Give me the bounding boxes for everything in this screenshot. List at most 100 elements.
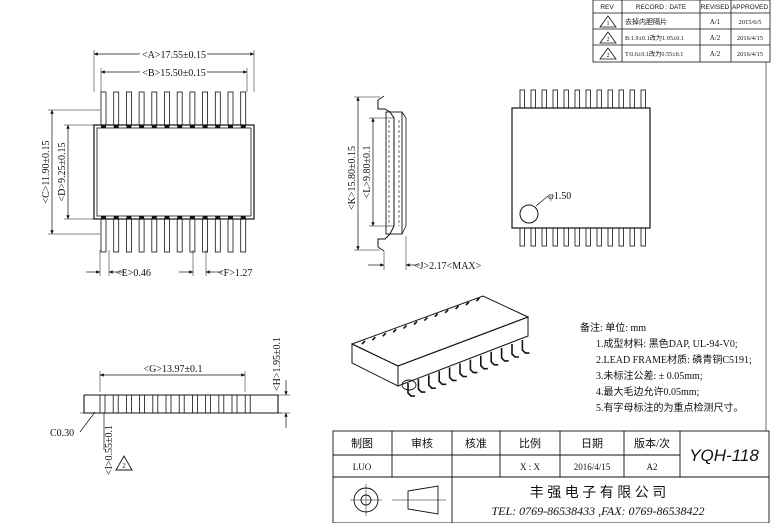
dim-d-label: <D>9.25±0.15: [57, 143, 68, 202]
front-view: [80, 394, 282, 414]
lead-tip: [202, 216, 208, 219]
dim-f: <F>1.27: [179, 250, 252, 279]
dim-k-label: <K>15.80±0.15: [347, 146, 358, 210]
lead-tip: [189, 216, 195, 219]
lead: [244, 394, 251, 414]
lead-tip: [151, 125, 157, 128]
lead: [218, 394, 225, 414]
dim-l: <L>9.80±0.1: [360, 117, 394, 227]
lead: [511, 344, 519, 358]
dim-diameter-label: φ1.50: [548, 191, 571, 202]
lead: [629, 89, 635, 109]
lead: [585, 227, 591, 247]
rev-header: REV: [600, 4, 614, 11]
dim-e: <E>0.46: [86, 250, 151, 279]
rev-2-record: B:1.9±0.1改为1.95±0.1: [625, 34, 684, 42]
notes: 备注: 单位: mm 1.成型材料: 黑色DAP, UL-94-V0; 2.LE…: [580, 321, 752, 414]
approved-header: APPROVED: [732, 4, 768, 11]
dim-a: <A>17.55±0.15: [93, 48, 255, 92]
lead: [407, 383, 415, 397]
dim-c030: C0.30: [50, 411, 96, 439]
lead-tip: [228, 216, 233, 219]
dim-a-label: <A>17.55±0.15: [142, 50, 206, 61]
lead: [164, 218, 170, 253]
lead: [434, 313, 439, 318]
lead: [596, 89, 602, 109]
lead: [227, 91, 234, 126]
lead: [138, 91, 145, 126]
lead-tip: [151, 216, 157, 219]
lead: [541, 89, 547, 109]
lead: [552, 227, 558, 247]
tb-contact: TEL: 0769-86538433 ,FAX: 0769-86538422: [491, 504, 704, 518]
dim-c-label: <C>11.90±0.15: [41, 140, 52, 203]
top-view: [93, 91, 255, 253]
lead: [455, 305, 460, 310]
lead: [444, 309, 449, 314]
lead: [151, 91, 158, 126]
top-pins: [100, 91, 247, 128]
revision-table: [592, 0, 771, 63]
rev-3-revised: A/2: [710, 50, 721, 58]
dim-g: <G>13.97±0.1: [99, 364, 246, 392]
lead: [428, 375, 436, 389]
rev-1-approved: 2015/6/5: [738, 19, 761, 26]
lead-tip: [177, 216, 183, 219]
lead: [629, 227, 635, 247]
revised-header: REVISED: [701, 4, 730, 11]
lead: [423, 317, 428, 322]
revision-table-text: REV RECORD : DATE REVISED APPROVED 1 去掉内…: [600, 4, 768, 59]
isometric-view: [350, 295, 530, 397]
lead: [138, 218, 145, 253]
tb-company-name: 丰 强 电 子 有 限 公 司: [530, 485, 667, 501]
top-view-body: [93, 124, 255, 220]
lead-tip: [202, 125, 208, 128]
lead: [151, 218, 158, 253]
note-5: 5.有字母标注的为重点检测尺寸。: [596, 401, 744, 414]
lead: [640, 227, 646, 247]
lead: [500, 347, 509, 362]
side-view: [377, 95, 407, 252]
dim-b-label: <B>15.50±0.15: [142, 68, 205, 79]
tb-part-number: YQH-118: [689, 446, 759, 465]
lead-tip: [139, 125, 145, 128]
lead: [189, 218, 196, 253]
lead: [176, 218, 183, 253]
lead: [392, 328, 397, 333]
lead: [165, 394, 172, 414]
rev-2-revised: A/2: [710, 34, 721, 42]
lead: [574, 227, 580, 247]
lead-tip: [101, 125, 106, 128]
bottom-view-bottom-pins: [519, 227, 646, 247]
tb-header-version: 版本/次: [634, 436, 670, 450]
rev-3-approved: 2016/4/15: [737, 51, 763, 58]
lead-tip: [113, 125, 119, 128]
dim-e-label: <E>0.46: [116, 268, 151, 279]
bottom-view-top-pins: [519, 89, 646, 109]
revision-marker: 2: [115, 455, 133, 471]
rev-3-record: T:0.6±0.1改为0.55±0.1: [625, 50, 683, 58]
dim-g-label: <G>13.97±0.1: [144, 364, 203, 375]
lead: [382, 332, 387, 337]
rev-1-record: 去掉内胆隔片: [625, 17, 667, 26]
tb-date-value: 2016/4/15: [574, 462, 611, 472]
dim-b: <B>15.50±0.15: [100, 66, 248, 92]
lead: [574, 89, 580, 109]
rev-2-number: 2: [607, 37, 610, 43]
lead: [475, 297, 480, 302]
tb-header-approved: 核准: [465, 436, 487, 450]
lead-tip: [113, 216, 119, 219]
lead: [240, 218, 247, 253]
title-block-text: 制图 审核 核准 比例 日期 版本/次 LUO X : X 2016/4/15 …: [351, 436, 759, 518]
bottom-view: φ1.50: [511, 89, 651, 247]
lead: [448, 367, 457, 382]
lead: [126, 91, 132, 126]
lead: [519, 89, 525, 109]
dim-l-label: <L>9.80±0.1: [362, 146, 373, 199]
lead: [618, 89, 624, 109]
tb-drawn-value: LUO: [353, 462, 372, 472]
tb-header-drawn: 制图: [351, 437, 373, 450]
lead: [112, 394, 119, 414]
lead: [152, 394, 159, 414]
lead: [607, 89, 613, 109]
